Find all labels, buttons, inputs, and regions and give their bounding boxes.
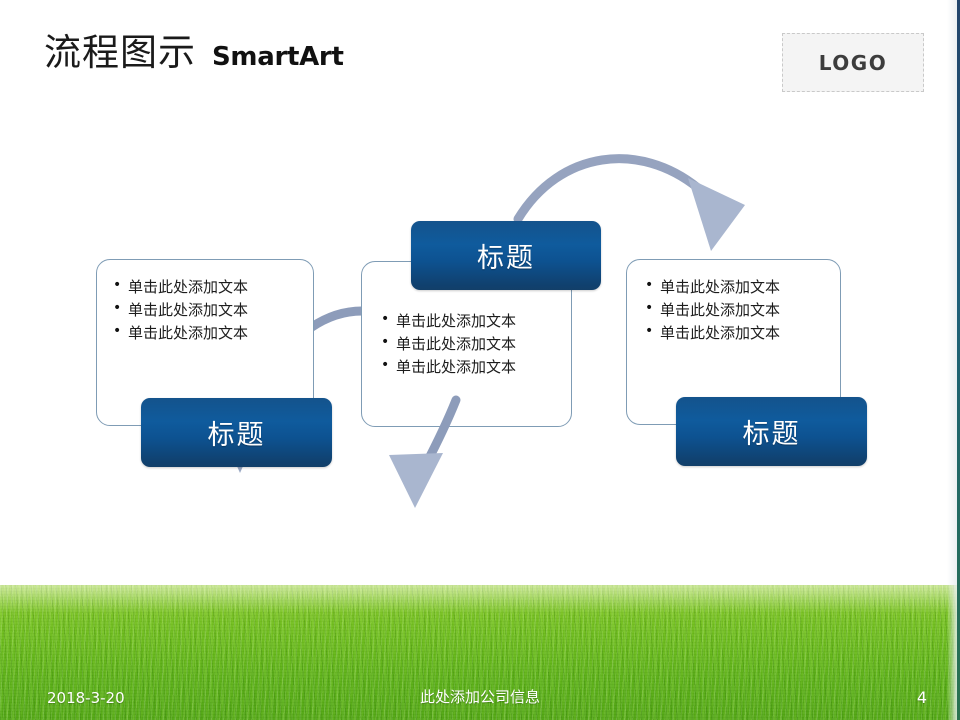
bullet-list-right: 单击此处添加文本 单击此处添加文本 单击此处添加文本 (643, 275, 840, 345)
list-item: 单击此处添加文本 (379, 309, 571, 333)
title-plate-right-label: 标题 (742, 419, 801, 450)
grass-top-haze (0, 585, 960, 613)
arrow-middle-to-right-head (688, 178, 745, 251)
title-plate-middle-label: 标题 (477, 243, 535, 274)
title-plate-middle[interactable]: 标题 (411, 221, 601, 290)
arrow-middle-to-right-arc (513, 154, 703, 224)
list-item: 单击此处添加文本 (111, 321, 313, 345)
grass-texture-layer (0, 585, 960, 720)
title-plate-left-label: 标题 (207, 420, 266, 451)
slide-right-edge-glow (947, 0, 957, 720)
grass-texture-layer-2 (0, 585, 960, 720)
slide-right-edge-accent (957, 0, 960, 720)
grass-base-layer (0, 585, 960, 720)
footer-company-info: 此处添加公司信息 (419, 688, 540, 706)
page-title-en: SmartArt (212, 42, 344, 72)
page-title-cn: 流程图示 (44, 31, 196, 74)
list-item: 单击此处添加文本 (111, 275, 313, 299)
list-item: 单击此处添加文本 (643, 275, 840, 299)
list-item: 单击此处添加文本 (643, 298, 840, 322)
logo-placeholder[interactable]: LOGO (782, 33, 924, 92)
title-plate-right[interactable]: 标题 (676, 397, 867, 466)
footer-page-number: 4 (916, 688, 927, 707)
list-item: 单击此处添加文本 (379, 355, 571, 379)
logo-label: LOGO (818, 50, 888, 75)
list-item: 单击此处添加文本 (379, 332, 571, 356)
grass-footer-image (0, 585, 960, 720)
page-title: 流程图示 SmartArt (44, 34, 344, 71)
footer-date: 2018-3-20 (47, 689, 125, 707)
list-item: 单击此处添加文本 (111, 298, 313, 322)
title-plate-left[interactable]: 标题 (141, 398, 332, 467)
bullet-list-middle: 单击此处添加文本 单击此处添加文本 单击此处添加文本 (379, 309, 571, 379)
list-item: 单击此处添加文本 (643, 321, 840, 345)
bullet-list-left: 单击此处添加文本 单击此处添加文本 单击此处添加文本 (111, 275, 313, 345)
smartart-diagram: 单击此处添加文本 单击此处添加文本 单击此处添加文本 标题 单击此处添加文本 单… (0, 0, 960, 600)
arrow-middle-down-head (389, 453, 443, 508)
